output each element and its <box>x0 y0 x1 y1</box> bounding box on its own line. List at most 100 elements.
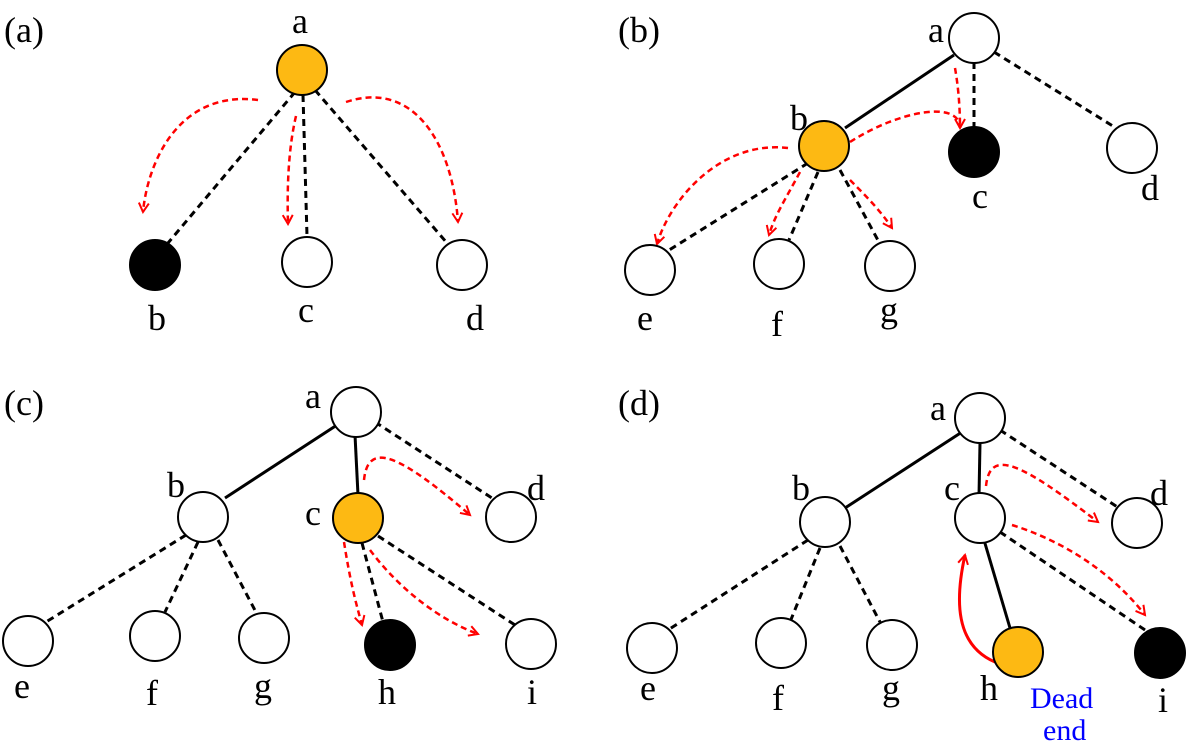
edge-b-g <box>838 545 882 623</box>
node-c <box>332 492 384 544</box>
edge-b-f <box>163 541 200 613</box>
node-g <box>866 619 918 671</box>
panel-d: (d) a b <box>618 383 1186 747</box>
node-f <box>755 617 807 669</box>
node-b <box>129 239 181 291</box>
node-b <box>799 496 851 548</box>
node-label-g: g <box>882 668 900 708</box>
explore-arrows <box>143 96 458 224</box>
dead-end-line-2: end <box>1043 714 1086 747</box>
node-f <box>129 610 181 662</box>
edge-a-d <box>313 89 449 244</box>
node-e <box>624 244 676 296</box>
nodes <box>624 12 1158 296</box>
node-label-e: e <box>640 668 656 708</box>
edge-c-h <box>982 539 1012 629</box>
node-labels: a b c d e f g h i <box>14 376 545 713</box>
node-h <box>992 626 1044 678</box>
node-label-i: i <box>527 672 537 712</box>
node-label-f: f <box>771 304 783 344</box>
node-label-d: d <box>1150 473 1168 513</box>
node-label-f: f <box>146 673 158 713</box>
node-label-a: a <box>928 10 944 50</box>
node-i <box>1134 627 1186 679</box>
edge-b-g <box>216 539 260 617</box>
node-a <box>948 12 1000 64</box>
node-c <box>281 236 333 288</box>
node-label-a: a <box>305 376 321 416</box>
explore-arrow-d <box>345 96 458 222</box>
node-h <box>364 619 416 671</box>
node-label-d: d <box>1141 168 1159 208</box>
node-e <box>2 615 54 667</box>
node-label-h: h <box>980 668 998 708</box>
panel-label: (d) <box>618 383 660 423</box>
edge-a-c <box>301 94 309 237</box>
panel-label: (c) <box>4 383 44 423</box>
edge-b-e <box>45 533 187 624</box>
node-g <box>864 240 916 292</box>
edges <box>45 420 516 627</box>
edge-c-i <box>377 534 516 627</box>
explore-arrow-d <box>362 456 470 515</box>
explore-arrow-c-upper <box>953 67 962 129</box>
explore-arrow-c <box>288 115 298 224</box>
panel-b: (b) a b c d <box>618 10 1159 344</box>
node-f <box>753 238 805 290</box>
backtrack-arrow <box>959 555 996 664</box>
node-g <box>238 612 290 664</box>
edge-a-c <box>977 442 982 497</box>
explore-arrow-c <box>849 110 960 144</box>
nodes <box>626 392 1186 679</box>
node-label-d: d <box>527 468 545 508</box>
node-e <box>626 622 678 674</box>
edges <box>665 50 1117 254</box>
edges <box>166 89 449 244</box>
node-label-i: i <box>1158 680 1168 720</box>
node-a <box>276 44 328 96</box>
edge-a-d <box>993 50 1117 130</box>
panel-a: (a) a b c d <box>4 1 488 338</box>
node-label-b: b <box>792 468 810 508</box>
node-label-c: c <box>972 176 988 216</box>
nodes <box>2 386 557 671</box>
node-label-e: e <box>637 298 653 338</box>
node-label-g: g <box>880 290 898 330</box>
explore-arrows <box>342 456 478 634</box>
node-a <box>954 392 1006 444</box>
edge-b-e <box>665 161 809 254</box>
edges <box>667 428 1149 634</box>
node-label-a: a <box>292 1 308 41</box>
explore-arrow-i <box>369 549 478 634</box>
node-labels: a b c d e f g <box>637 10 1159 344</box>
explore-arrows <box>959 463 1145 664</box>
explore-arrow-f <box>769 171 802 235</box>
explore-arrow-g <box>849 179 892 228</box>
explore-arrow-h <box>342 541 362 625</box>
dead-end-note: Dead end <box>1030 682 1093 747</box>
panel-c: (c) a b <box>2 376 557 713</box>
node-d <box>485 491 537 543</box>
edge-c-i <box>999 530 1149 634</box>
explore-arrow-b <box>143 97 259 212</box>
edge-b-e <box>667 538 809 632</box>
panel-label: (b) <box>618 10 660 50</box>
node-labels: a b c d e f g h i <box>640 388 1168 720</box>
node-c <box>954 492 1006 544</box>
node-d <box>1106 122 1158 174</box>
node-label-b: b <box>167 465 185 505</box>
node-label-e: e <box>14 666 30 706</box>
node-label-h: h <box>378 672 396 712</box>
edge-a-d <box>999 428 1123 512</box>
explore-arrow-e <box>657 146 789 244</box>
edge-a-c <box>353 434 360 496</box>
node-labels: a b c d <box>148 1 484 338</box>
edge-b-g <box>838 169 882 245</box>
explore-arrow-d <box>984 463 1098 522</box>
node-label-d: d <box>466 298 484 338</box>
nodes <box>129 44 488 291</box>
edge-a-b <box>844 53 955 130</box>
edge-a-b <box>224 423 338 500</box>
edge-b-f <box>788 547 822 623</box>
